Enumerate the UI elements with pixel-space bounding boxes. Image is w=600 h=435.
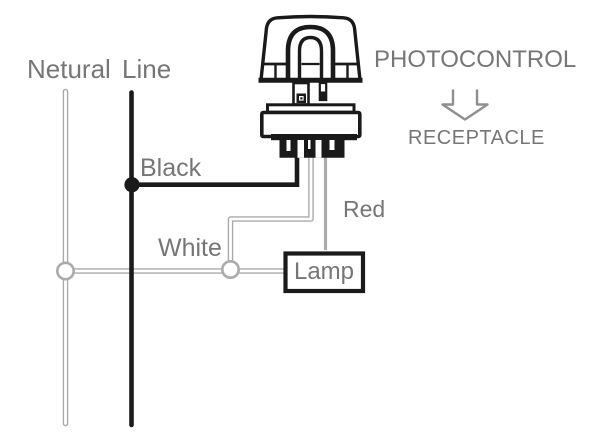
receptacle-contact-comb xyxy=(279,140,345,158)
comb-slit xyxy=(286,140,291,151)
left-prong-terminal-dot xyxy=(300,97,303,100)
red-wire-label: Red xyxy=(343,196,386,222)
dome-arch-inner xyxy=(297,35,324,80)
neutral-junction-node xyxy=(55,261,75,281)
comb-slit xyxy=(315,140,322,158)
receptacle-bottom-bar xyxy=(271,134,357,141)
photocontrol-device-icon xyxy=(258,14,363,158)
right-prong-blade xyxy=(319,91,327,100)
comb-slit xyxy=(297,140,304,158)
down-arrow-icon xyxy=(441,89,489,121)
photocontrol-title: PHOTOCONTROL xyxy=(374,46,577,73)
lamp-box xyxy=(283,251,366,294)
comb-slit xyxy=(308,140,311,149)
white-wire-label: White xyxy=(158,234,222,262)
receptacle-body xyxy=(259,110,362,139)
receptacle-label: RECEPTACLE xyxy=(408,127,545,149)
comb-slit xyxy=(329,140,335,150)
lamp-label: Lamp xyxy=(293,258,355,285)
white-wire-junction-node xyxy=(221,259,241,279)
neutral-line-label: Netural Line xyxy=(27,54,172,84)
black-wire-label: Black xyxy=(140,154,202,182)
black-wire xyxy=(132,150,300,187)
black-junction-dot xyxy=(124,177,140,193)
white-wire xyxy=(227,150,314,263)
